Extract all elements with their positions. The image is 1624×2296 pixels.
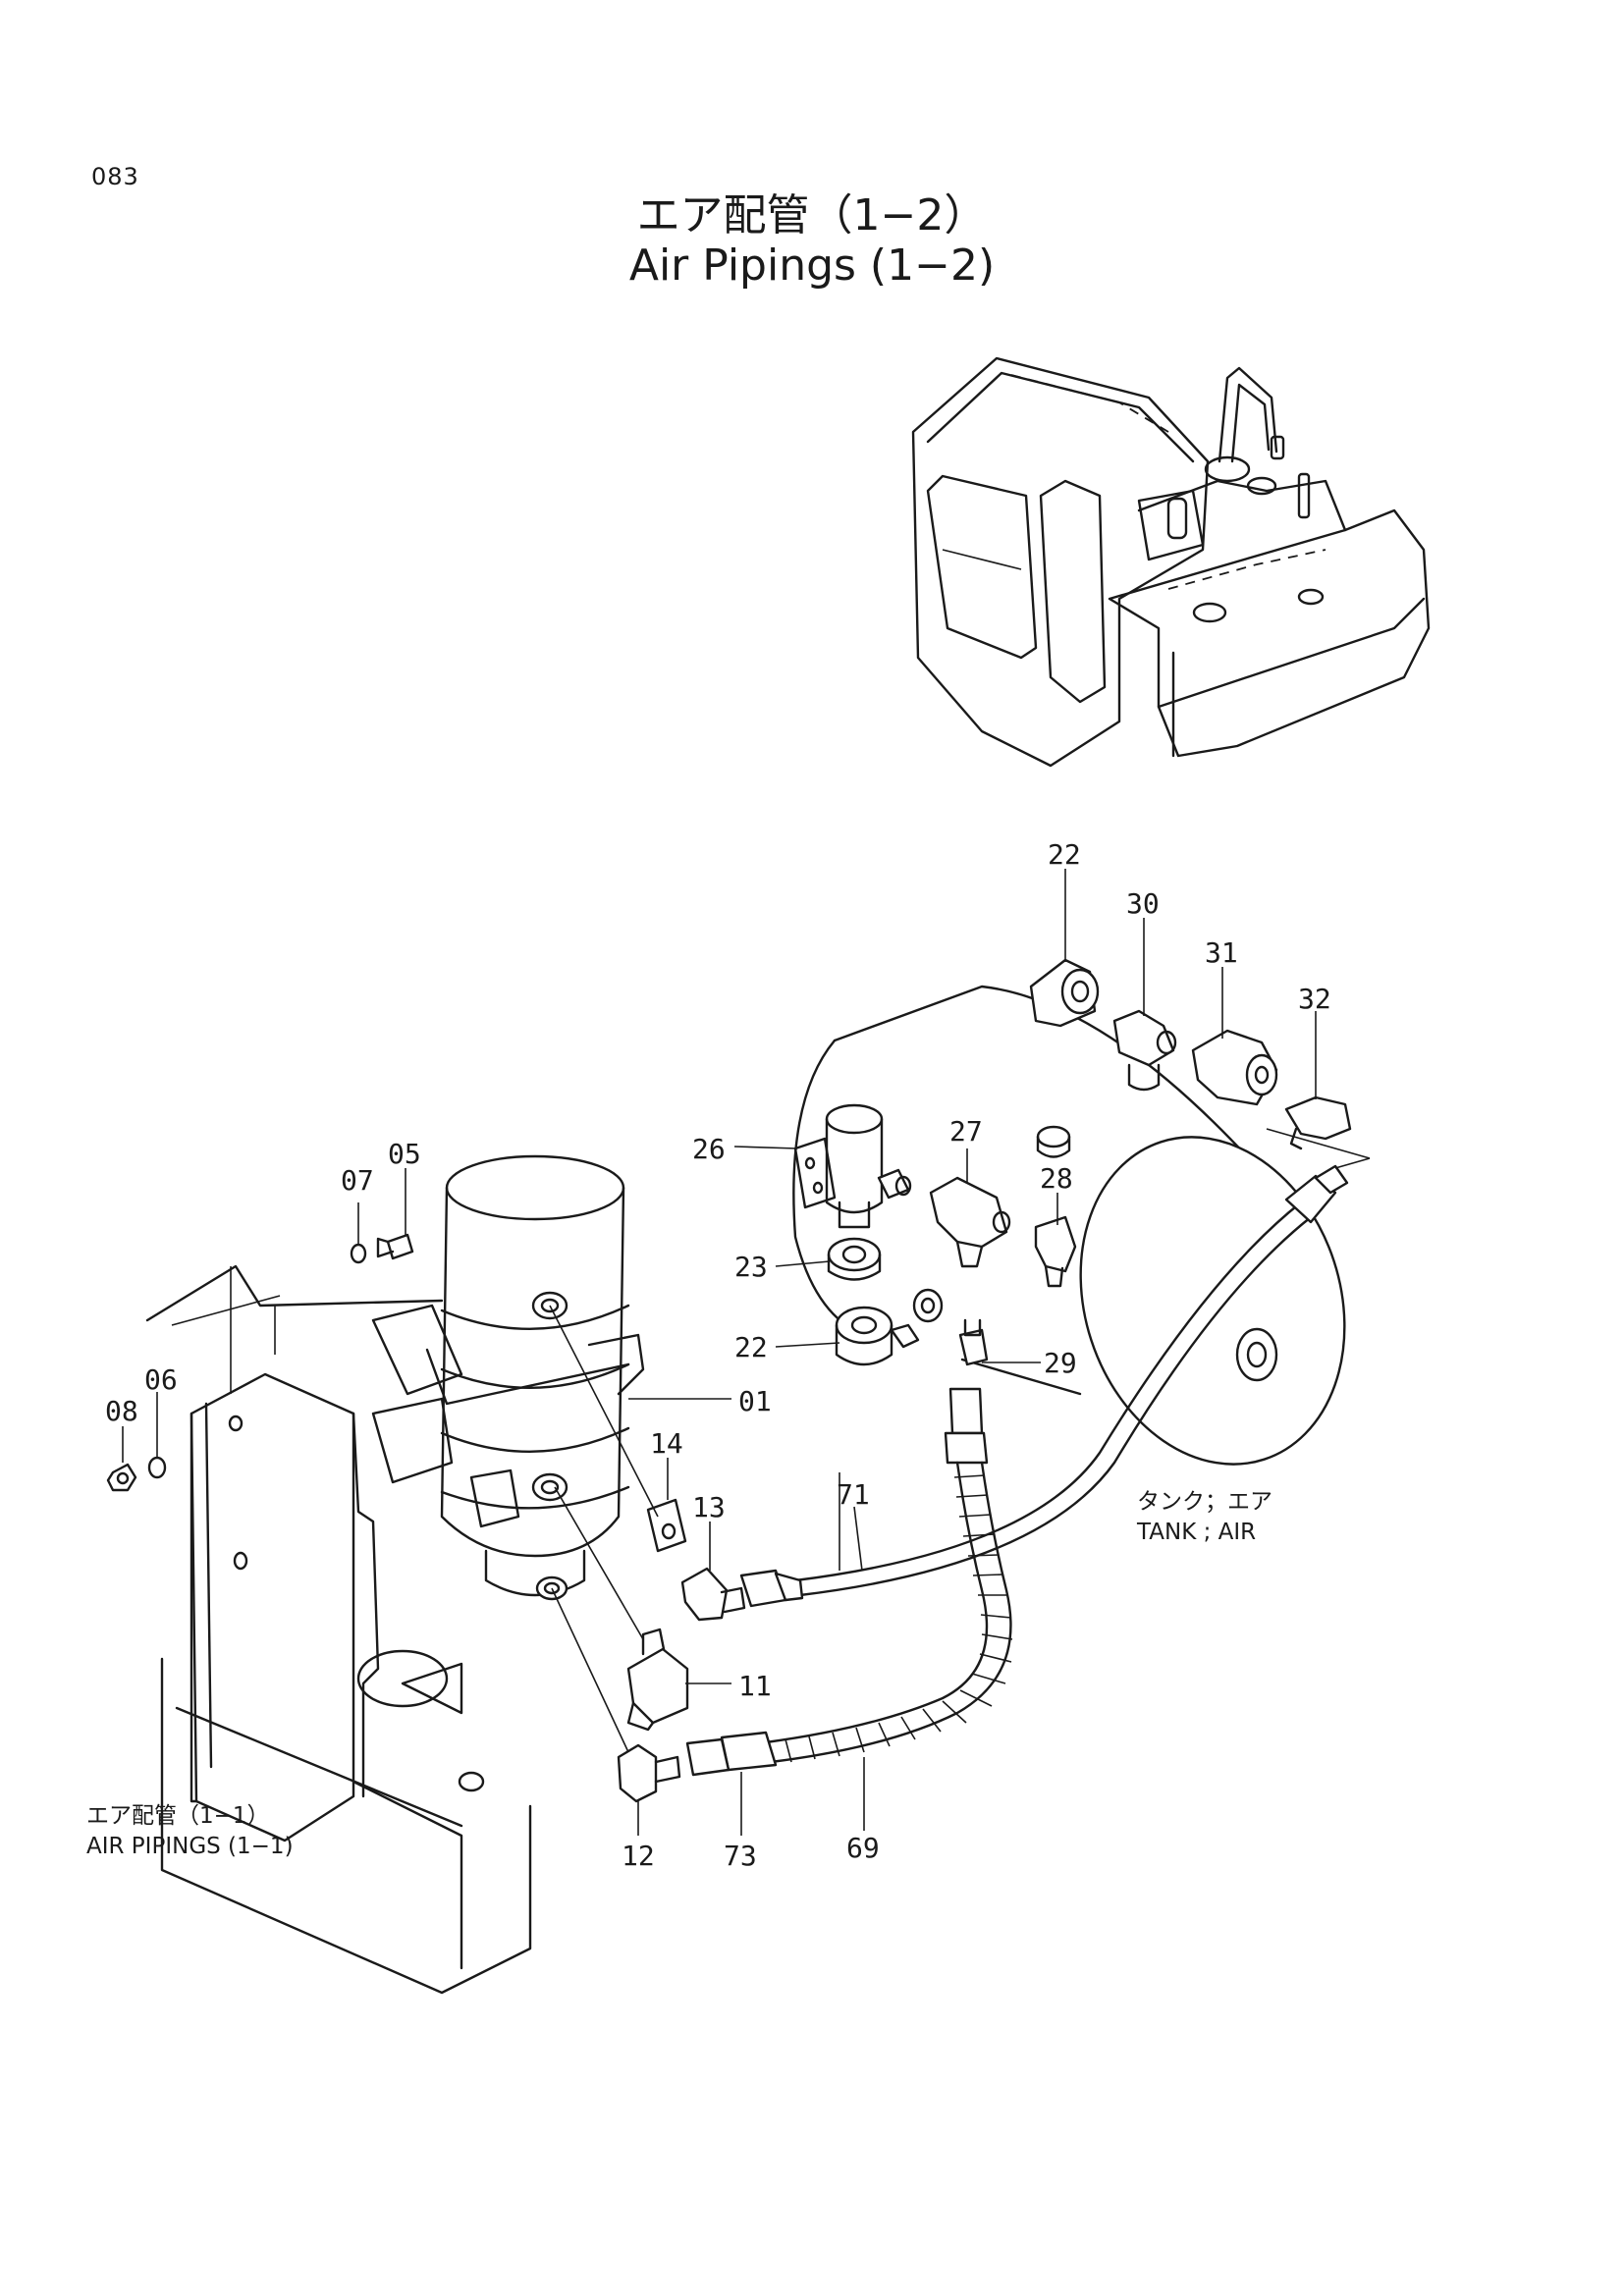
callout-12: 12 [622,1840,655,1872]
tank-air-label: タンク；エア TANK ; AIR [1137,1487,1272,1548]
callout-28: 28 [1040,1162,1073,1195]
leader-lines [122,869,1317,1836]
air-dryer [371,1154,645,1601]
tank-air-label-en: TANK ; AIR [1137,1520,1257,1545]
callout-30: 30 [1126,887,1160,920]
mounting-plate [145,1264,532,1995]
callout-26: 26 [692,1133,726,1165]
callout-11: 11 [738,1670,772,1702]
page-title-en: Air Pipings (1−2) [628,240,996,291]
page-number: 083 [91,163,139,190]
air-pipings-ref-label: エア配管（1−1） AIR PIPINGS (1−1) [86,1801,294,1862]
callout-08: 08 [105,1395,138,1427]
callout-01: 01 [738,1385,772,1417]
callout-06: 06 [144,1363,178,1396]
callout-labels: 22 30 31 32 26 27 28 23 22 29 05 07 06 0… [105,838,1331,1872]
callout-71: 71 [837,1478,870,1511]
air-pipings-ref-en: AIR PIPINGS (1−1) [86,1834,294,1859]
callout-22-top: 22 [1048,838,1081,871]
callout-05: 05 [388,1138,421,1170]
callout-07: 07 [341,1164,374,1197]
excavator-overview [911,356,1431,768]
air-pipings-ref-ja: エア配管（1−1） [86,1803,270,1829]
page-title-ja: エア配管（1−2） [636,190,988,240]
tank-air-label-ja: タンク；エア [1137,1489,1272,1515]
callout-22-bottom: 22 [734,1331,768,1363]
callout-14: 14 [650,1427,683,1460]
fittings [793,958,1371,1366]
callout-23: 23 [734,1251,768,1283]
callout-29: 29 [1044,1347,1077,1379]
callout-31: 31 [1205,936,1238,969]
bolts-washers [106,1233,414,1492]
callout-27: 27 [949,1115,983,1148]
callout-32: 32 [1298,983,1331,1015]
hoses [549,1157,1371,1803]
callout-69: 69 [846,1832,880,1864]
callout-73: 73 [724,1840,757,1872]
callout-13: 13 [692,1491,726,1523]
air-tank [792,985,1346,1466]
